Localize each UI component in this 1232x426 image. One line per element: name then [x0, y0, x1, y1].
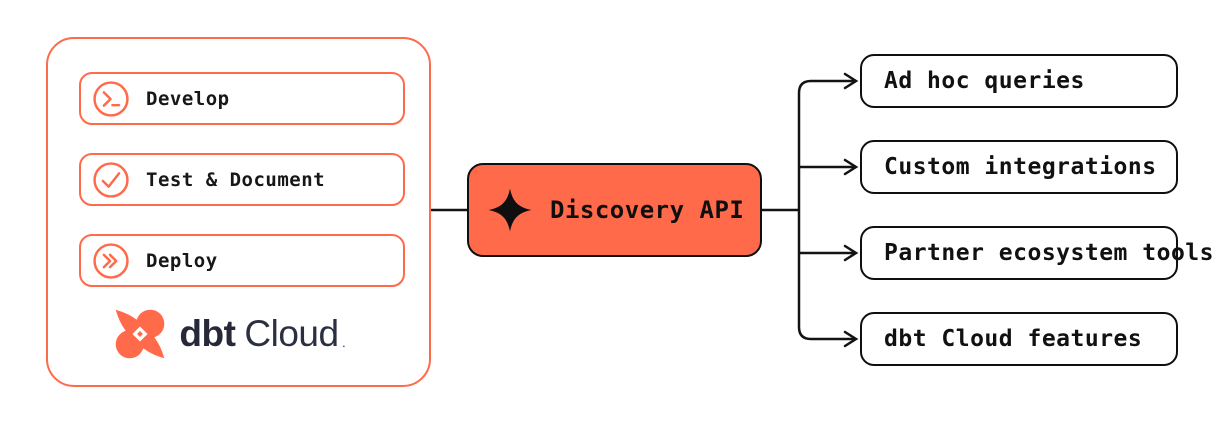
output-label: Ad hoc queries [884, 68, 1085, 94]
output-ad-hoc-queries: Ad hoc queries [860, 54, 1178, 108]
discovery-api-node: Discovery API [467, 163, 762, 257]
output-label: Partner ecosystem tools [884, 240, 1214, 266]
output-partner-ecosystem-tools: Partner ecosystem tools [860, 226, 1214, 280]
dbt-cloud-logo: dbt Cloud . [38, 303, 419, 365]
pill-develop-label: Develop [146, 87, 230, 110]
output-dbt-cloud-features: dbt Cloud features [860, 312, 1178, 366]
arrowhead-1 [843, 72, 859, 90]
pill-test-document-label: Test & Document [146, 168, 326, 191]
cloud-wordmark: Cloud [244, 313, 339, 354]
discovery-api-label: Discovery API [550, 196, 745, 224]
pill-deploy: Deploy [79, 234, 405, 287]
connector-spine-bracket [797, 79, 854, 341]
dbt-cloud-wordmark: dbt Cloud . [179, 313, 346, 355]
double-chevron-right-icon [93, 242, 129, 279]
trademark-dot: . [342, 339, 346, 349]
sparkle-diamond-icon [488, 188, 532, 232]
pill-deploy-label: Deploy [146, 249, 218, 272]
arrowhead-2 [843, 158, 859, 176]
pill-test-document: Test & Document [79, 153, 405, 206]
arrowhead-4 [843, 330, 859, 348]
dbt-cloud-panel: Develop Test & Document Deploy [46, 37, 431, 387]
dbt-wordmark-bold: dbt [179, 313, 236, 354]
pill-develop: Develop [79, 72, 405, 125]
check-circle-icon [93, 161, 129, 198]
output-custom-integrations: Custom integrations [860, 140, 1178, 194]
output-label: dbt Cloud features [884, 326, 1143, 352]
output-label: Custom integrations [884, 154, 1157, 180]
dbt-logo-icon [116, 309, 165, 359]
terminal-prompt-icon [93, 80, 129, 117]
arrowhead-3 [843, 244, 859, 262]
